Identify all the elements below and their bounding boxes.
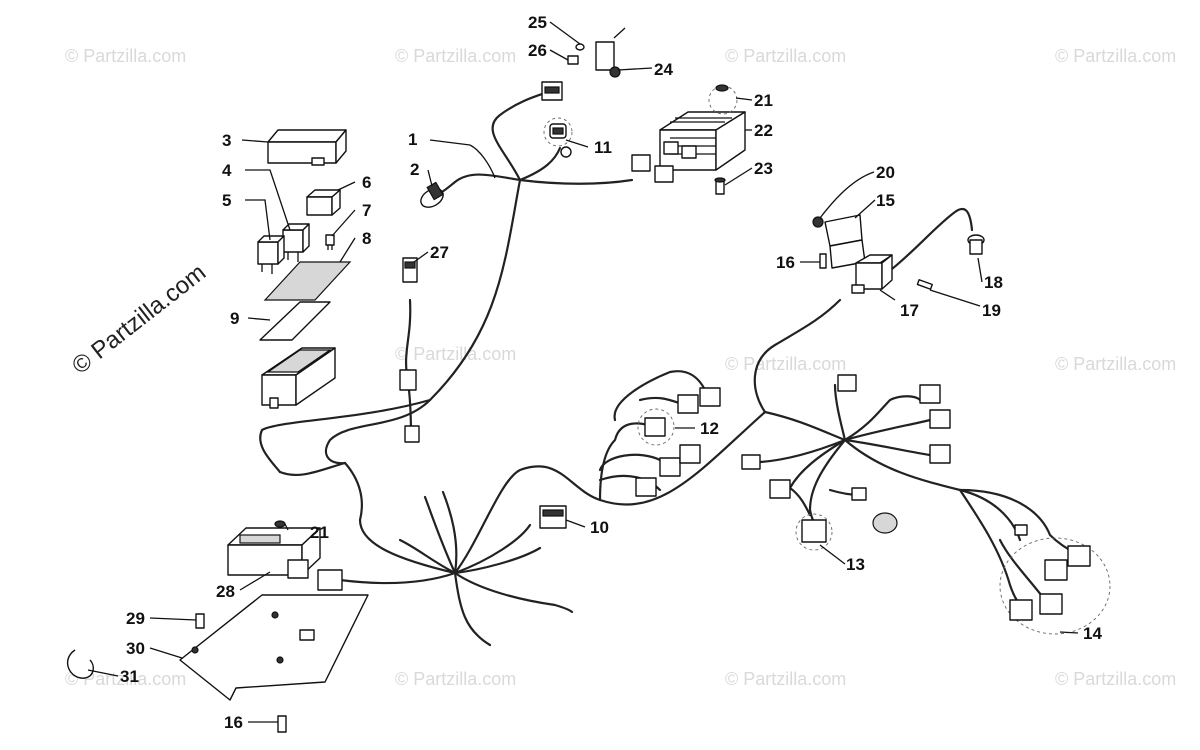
wire-cap [420,181,444,208]
callout-label: 20 [876,163,895,182]
callout-label: 16 [224,713,243,732]
coil-17 [851,254,893,294]
watermark: © Partzilla.com [395,46,516,66]
screw-16-top [819,253,827,269]
control-module-28 [227,527,343,591]
washer-bottom [274,520,286,528]
callout-label: 17 [900,301,919,320]
screw-23 [714,177,726,195]
voltage-regulator [659,111,746,171]
watermark: © Partzilla.com [65,46,186,66]
nut-20 [812,216,824,228]
side-watermark: © Partzilla.com [67,259,211,380]
watermark: © Partzilla.com [725,354,846,374]
callout-label: 3 [222,131,231,150]
mini-relay-5 [257,235,285,274]
callout-label: 24 [654,60,673,79]
callout-label: 19 [982,301,1001,320]
callout-label: 1 [408,130,417,149]
callout-labels: 1 2 3 4 5 6 7 8 9 10 11 12 13 14 15 16 1… [120,13,1102,732]
callout-label: 12 [700,419,719,438]
fuse-box-base [261,347,336,409]
callout-label: 28 [216,582,235,601]
callout-label: 25 [528,13,547,32]
callout-label: 6 [362,173,371,192]
callout-label: 30 [126,639,145,658]
watermark: © Partzilla.com [395,344,516,364]
main-harness [259,90,1080,647]
callout-label: 5 [222,191,231,210]
watermark: © Partzilla.com [1055,669,1176,689]
callout-label: 11 [594,138,612,157]
fuse-panel [263,261,352,301]
connectors-14 [999,524,1111,635]
connector-10 [539,505,567,529]
callout-label: 21 [310,523,329,542]
connector-13 [795,512,898,551]
mini-relay-4 [282,223,310,262]
screw-26 [567,55,579,65]
gasket [259,301,331,341]
callout-label: 8 [362,229,371,248]
callout-label: 27 [430,243,449,262]
clip-31 [66,649,94,679]
washer-top [708,84,738,115]
watermark: © Partzilla.com [395,669,516,689]
sensor-27 [399,257,420,443]
callout-label: 10 [590,518,609,537]
regulator-pigtail [631,154,674,183]
callout-label: 31 [120,667,139,686]
leader-lines [87,21,1079,723]
callout-label: 15 [876,191,895,210]
watermark: © Partzilla.com [1055,46,1176,66]
relay-large [306,189,341,216]
callout-label: 29 [126,609,145,628]
callout-label: 9 [230,309,239,328]
callout-label: 18 [984,273,1003,292]
right-connectors [741,374,951,501]
connectors-12 [635,387,721,497]
fuse-box-cover [267,129,347,166]
callout-label: 21 [754,91,773,110]
top-connector [541,81,563,101]
callout-label: 4 [222,161,232,180]
watermark: © Partzilla.com [65,669,186,689]
mounting-tray-30 [179,594,369,701]
blade-fuse [325,234,335,250]
spark-cap-18 [967,234,985,255]
callout-label: 23 [754,159,773,178]
callout-label: 7 [362,201,371,220]
callout-label: 13 [846,555,865,574]
callout-label: 16 [776,253,795,272]
watermark: © Partzilla.com [725,669,846,689]
callout-label: 2 [410,160,419,179]
screw-16-bottom [277,715,287,733]
connector-11 [543,117,573,158]
callout-label: 14 [1083,624,1102,643]
screw-19 [916,279,933,290]
watermark: © Partzilla.com [1055,354,1176,374]
washer-25 [575,43,585,51]
bracket-15 [824,214,866,269]
callout-label: 26 [528,41,547,60]
callout-label: 22 [754,121,773,140]
screw-29 [195,613,205,629]
watermark: © Partzilla.com [725,46,846,66]
switch-24 [595,27,626,78]
